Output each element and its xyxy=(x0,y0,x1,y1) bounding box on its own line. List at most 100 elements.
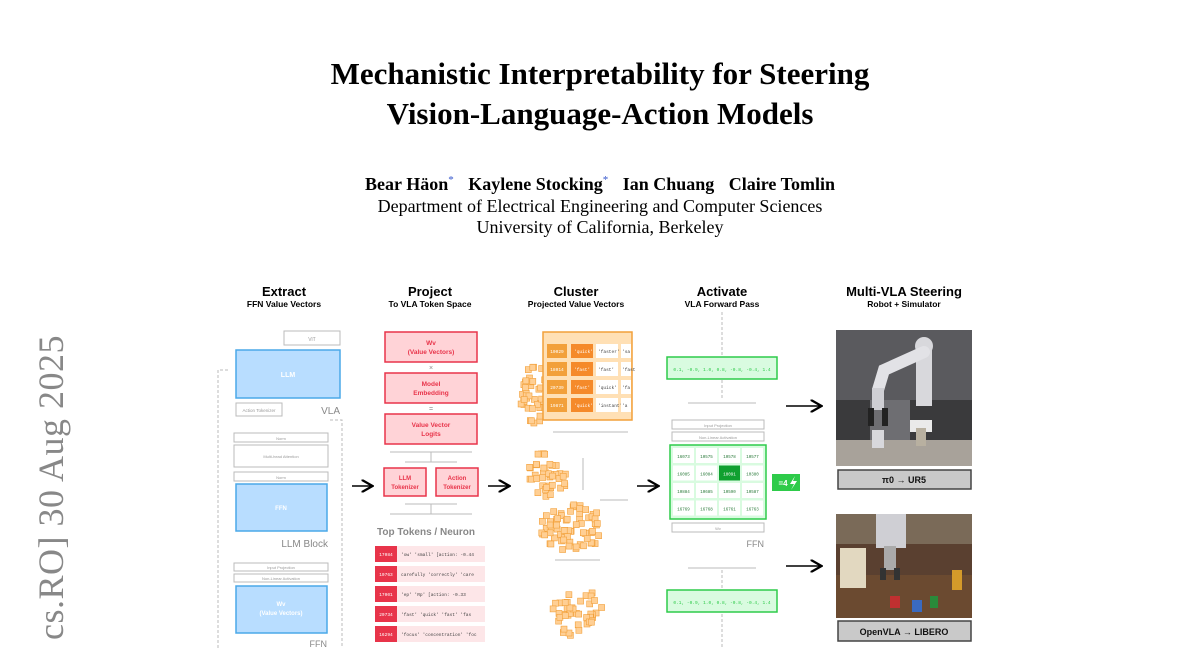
svg-text:(Value Vectors): (Value Vectors) xyxy=(408,349,455,356)
svg-text:Action: Action xyxy=(448,476,467,482)
svg-text:17084: 17084 xyxy=(379,552,393,558)
vector-point xyxy=(593,520,601,527)
svg-text:'quick': 'quick' xyxy=(574,403,593,409)
svg-text:×: × xyxy=(429,365,433,372)
logits-box xyxy=(384,413,478,445)
neuron-id: 10587 xyxy=(746,491,759,495)
svg-text:Non-Linear Activation: Non-Linear Activation xyxy=(262,576,300,581)
neuron-id: 10590 xyxy=(723,491,736,495)
svg-text:'ow' 'small' [action: -0.44: 'ow' 'small' [action: -0.44 xyxy=(401,552,474,558)
extract-column: ViT LLM Action Tokenizer VLA Norm Multi-… xyxy=(217,330,343,648)
svg-text:20734: 20734 xyxy=(379,612,393,618)
neuron-cell xyxy=(696,448,717,463)
neuron-cell xyxy=(673,465,694,481)
vector-point xyxy=(588,618,595,626)
activation-vector-top xyxy=(666,356,778,380)
svg-text:=: = xyxy=(429,406,433,413)
neuron-cell xyxy=(719,465,740,481)
stage-subtitle: VLA Forward Pass xyxy=(685,299,760,309)
neuron-cell xyxy=(673,448,694,463)
vector-point xyxy=(559,473,567,480)
svg-text:'ep' 'Rp' [action: -0.33: 'ep' 'Rp' [action: -0.33 xyxy=(401,592,466,598)
neuron-id: 16073 xyxy=(677,456,690,460)
author: Claire Tomlin xyxy=(728,174,835,194)
vector-point xyxy=(549,472,556,480)
svg-text:ViT: ViT xyxy=(308,337,315,343)
svg-text:'fast: 'fast xyxy=(622,367,636,373)
svg-text:=4: =4 xyxy=(778,479,788,488)
norm-box xyxy=(233,432,329,443)
llm-block-label: LLM Block xyxy=(281,539,329,550)
svg-text:0.1, -0.9, 1.0, 0.8, -0.8, -0.: 0.1, -0.9, 1.0, 0.8, -0.8, -0.4, 1.4 xyxy=(673,367,771,373)
vector-point xyxy=(532,461,540,468)
svg-text:'focus' 'concentration' 'foc: 'focus' 'concentration' 'foc xyxy=(401,632,477,638)
vector-point xyxy=(586,600,594,608)
vla-label: VLA xyxy=(321,406,340,417)
svg-text:18014: 18014 xyxy=(550,367,564,373)
svg-text:'fast': 'fast' xyxy=(598,367,614,373)
neuron-id: 16769 xyxy=(677,509,690,513)
neuron-id: 10577 xyxy=(746,456,759,460)
vector-point xyxy=(529,364,537,371)
vector-point xyxy=(522,377,530,385)
svg-text:Model: Model xyxy=(422,381,441,388)
vector-point xyxy=(541,450,549,458)
cluster-scatter xyxy=(517,363,605,639)
neuron-cell xyxy=(696,500,717,516)
svg-text:Tokenizer: Tokenizer xyxy=(443,485,471,491)
vector-point xyxy=(574,621,582,629)
vector-point xyxy=(565,629,573,637)
neuron-cell xyxy=(719,500,740,516)
sim-caption-box xyxy=(837,620,972,642)
neuron-cell xyxy=(673,500,694,516)
svg-text:Norm: Norm xyxy=(276,475,286,480)
vector-point xyxy=(560,527,568,534)
ffn-label: FFN xyxy=(310,639,328,648)
svg-text:16294: 16294 xyxy=(379,632,393,638)
svg-text:FFN: FFN xyxy=(275,506,287,512)
vector-point xyxy=(591,597,598,604)
svg-text:'instant': 'instant' xyxy=(598,403,622,409)
neuron-id: 16761 xyxy=(723,509,736,513)
vector-point xyxy=(533,475,540,482)
vector-point xyxy=(550,534,558,542)
wv-box xyxy=(384,331,478,363)
activation-vector-bottom xyxy=(666,589,778,613)
vit-box xyxy=(283,330,341,346)
neuron-cell xyxy=(673,483,694,498)
neuron-id: 10578 xyxy=(723,456,736,460)
vector-point xyxy=(560,625,568,633)
stage-subtitle: Robot + Simulator xyxy=(867,299,941,309)
vector-point xyxy=(546,491,554,499)
vector-point xyxy=(572,543,580,551)
svg-text:'fast': 'fast' xyxy=(574,385,590,391)
vector-point xyxy=(541,531,549,539)
embedding-box xyxy=(384,372,478,404)
neuron-id: 18091 xyxy=(723,474,736,478)
svg-text:20739: 20739 xyxy=(550,385,564,391)
sim-caption: OpenVLA → LIBERO xyxy=(860,627,949,637)
vector-point xyxy=(557,484,564,492)
vector-point xyxy=(572,521,580,529)
vector-point xyxy=(575,626,583,634)
vector-point xyxy=(526,463,533,471)
svg-text:'faster': 'faster' xyxy=(598,349,620,355)
steering-column: π0 → UR5 OpenVLA → LIBERO xyxy=(836,330,972,642)
vector-point xyxy=(559,546,566,553)
robot-caption: π0 → UR5 xyxy=(882,475,926,485)
svg-text:19871: 19871 xyxy=(550,403,564,409)
wv-box xyxy=(671,522,765,533)
action-tokenizer-box xyxy=(435,467,479,497)
university: University of California, Berkeley xyxy=(476,217,724,237)
title-line-2: Vision-Language-Action Models xyxy=(386,96,814,131)
svg-text:'a: 'a xyxy=(622,403,628,409)
vector-point xyxy=(539,517,546,525)
vector-point xyxy=(549,605,557,613)
top-tokens-table: 17084 'ow' 'small' [action: -0.44 10763 … xyxy=(375,546,485,642)
neuron-id: 10685 xyxy=(700,491,713,495)
input-projection-box xyxy=(233,562,329,572)
vector-point xyxy=(598,604,605,611)
vector-point xyxy=(593,509,600,517)
neuron-id: 16085 xyxy=(677,474,690,478)
vector-point xyxy=(565,591,573,599)
